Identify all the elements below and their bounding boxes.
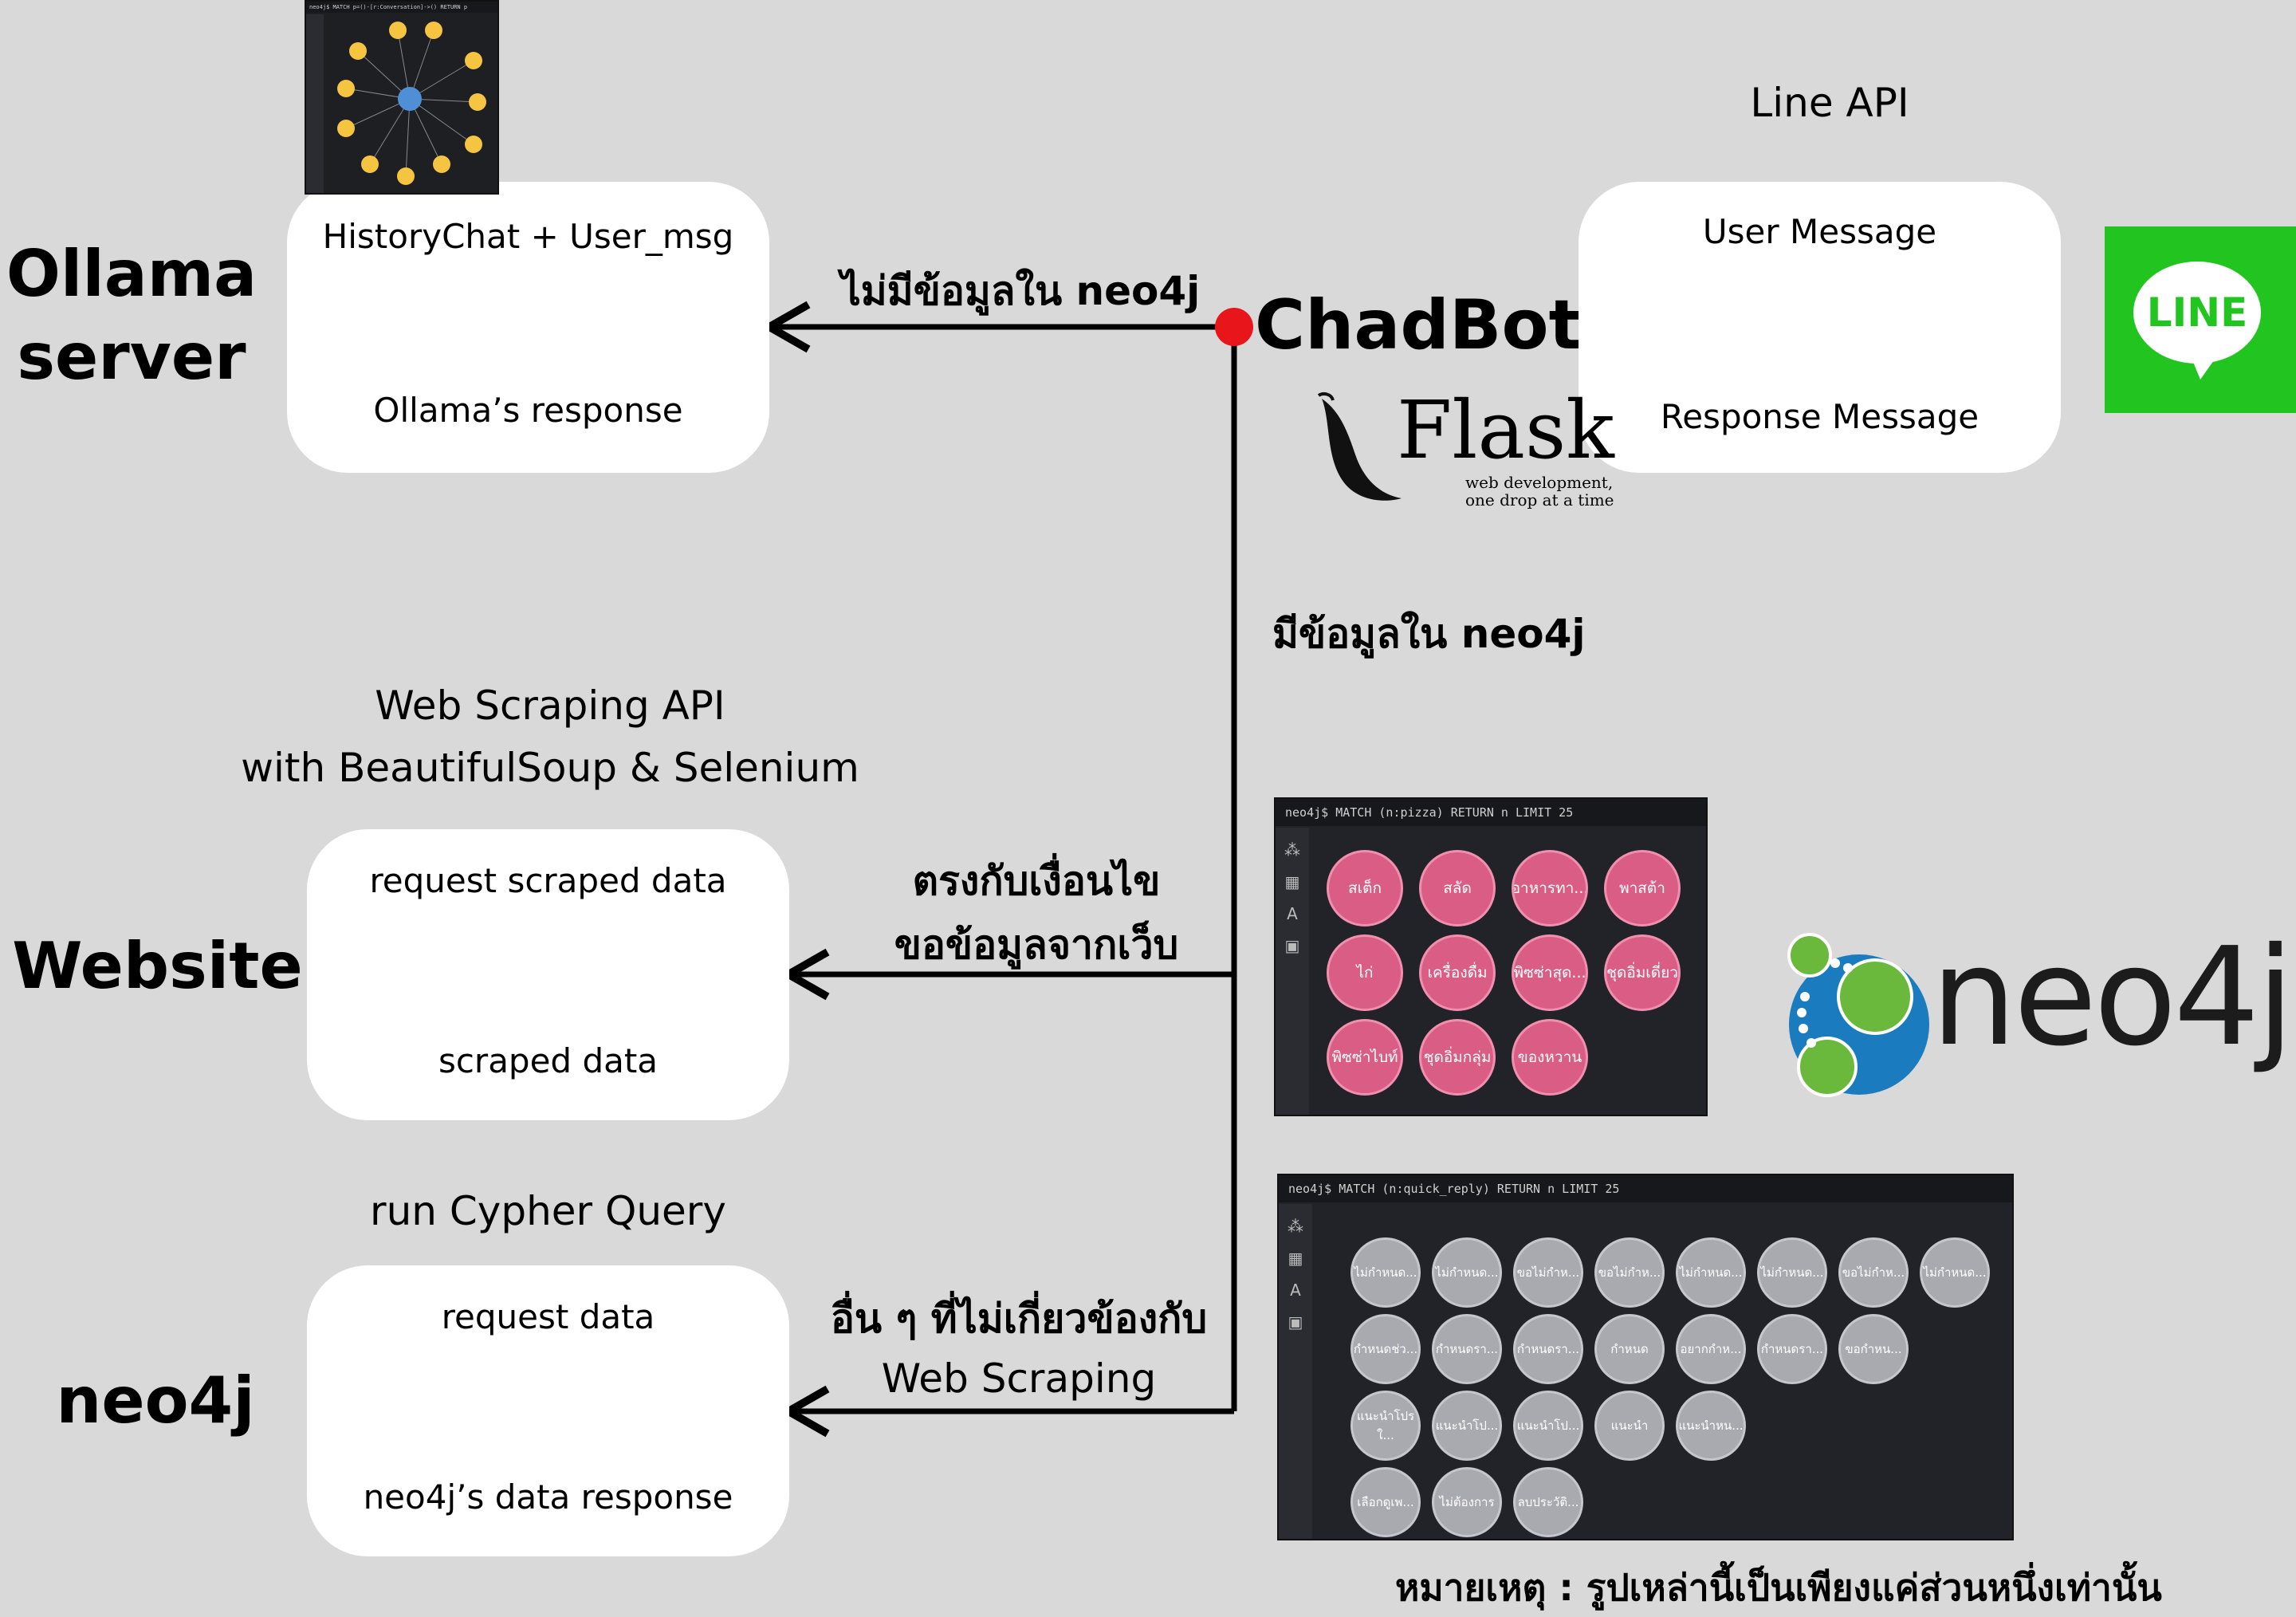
no-data-condition: ไม่มีข้อมูลใน neo4j bbox=[840, 268, 1201, 314]
other-condition-line-2: Web Scraping bbox=[881, 1355, 1157, 1402]
line-logo-text: LINE bbox=[2146, 289, 2248, 336]
ollama-exchange-box: HistoryChat + User_msg Ollama’s response bbox=[287, 182, 769, 473]
website-label: Website bbox=[12, 929, 303, 1003]
quick-reply-node[interactable]: ไม่กำหนด... bbox=[1676, 1237, 1746, 1308]
user-message-label: User Message bbox=[1702, 212, 1937, 251]
neo4j-graph-icon bbox=[1787, 933, 1929, 1097]
website-exchange-box: request scraped data scraped data bbox=[307, 829, 789, 1120]
web-scraping-subheading: with BeautifulSoup & Selenium bbox=[241, 745, 859, 791]
pizza-node[interactable]: พิซซ่าสุด... bbox=[1512, 934, 1588, 1011]
quick-reply-node[interactable]: ไม่กำหนด... bbox=[1920, 1237, 1990, 1308]
request-scraped-label: request scraped data bbox=[369, 861, 727, 900]
quick-reply-node[interactable]: ไม่ต้องการ bbox=[1432, 1467, 1502, 1537]
quick-reply-node[interactable]: กำหนดรา... bbox=[1432, 1314, 1502, 1384]
quick-reply-node[interactable]: กำหนด bbox=[1594, 1314, 1665, 1384]
ollama-graph-screenshot: neo4j$ MATCH p=()-[r:Conversation]->() R… bbox=[305, 0, 499, 195]
request-data-label: request data bbox=[441, 1297, 655, 1336]
cypher-heading: run Cypher Query bbox=[370, 1188, 726, 1234]
flask-logo: Flask web development, one drop at a tim… bbox=[1307, 391, 1626, 518]
pizza-graph-screenshot: neo4j$ MATCH (n:pizza) RETURN n LIMIT 25… bbox=[1274, 797, 1708, 1116]
line-api-heading: Line API bbox=[1750, 80, 1909, 126]
line-logo: LINE bbox=[2105, 226, 2296, 413]
quick-reply-node[interactable]: แนะนำโป... bbox=[1432, 1391, 1502, 1461]
quick-reply-node[interactable]: แนะนำ bbox=[1594, 1391, 1665, 1461]
junction-dot bbox=[1215, 308, 1253, 346]
quick-reply-node[interactable]: ไม่กำหนด... bbox=[1757, 1237, 1827, 1308]
neo4j-exchange-box: request data neo4j’s data response bbox=[307, 1265, 789, 1556]
quick-reply-node[interactable]: ขอไม่กำห... bbox=[1838, 1237, 1909, 1308]
flask-wordmark: Flask bbox=[1397, 384, 1614, 477]
footnote: หมายเหตุ : รูปเหล่านี้เป็นเพียงแค่ส่วนหน… bbox=[1395, 1566, 2162, 1609]
pizza-node[interactable]: สเต็ก bbox=[1327, 850, 1403, 927]
response-message-label: Response Message bbox=[1660, 397, 1980, 436]
quick-reply-node[interactable]: อยากกำห... bbox=[1676, 1314, 1746, 1384]
pizza-node[interactable]: สลัด bbox=[1419, 850, 1496, 927]
flask-tagline-2: one drop at a time bbox=[1465, 490, 1614, 509]
web-condition-line-2: ขอข้อมูลจากเว็บ bbox=[894, 922, 1179, 968]
has-data-condition: มีข้อมูลใน neo4j bbox=[1272, 611, 1586, 657]
web-scraping-heading: Web Scraping API bbox=[375, 683, 725, 729]
quick-reply-node[interactable]: กำหนดรา... bbox=[1757, 1314, 1827, 1384]
neo4j-logo: neo4j bbox=[1771, 930, 2294, 1100]
pizza-node[interactable]: ไก่ bbox=[1327, 934, 1403, 1011]
conversation-graph bbox=[337, 22, 486, 185]
quick-reply-node[interactable]: ขอกำหน... bbox=[1838, 1314, 1909, 1384]
line-exchange-box: User Message Response Message bbox=[1578, 182, 2061, 473]
quick-reply-node[interactable]: เลือกดูเพ... bbox=[1350, 1467, 1421, 1537]
neo4j-wordmark: neo4j bbox=[1931, 919, 2294, 1076]
chadbot-title: ChadBot bbox=[1255, 285, 1582, 365]
pizza-node[interactable]: ของหวาน bbox=[1512, 1019, 1588, 1096]
neo4j-label: neo4j bbox=[56, 1363, 255, 1438]
pizza-node[interactable]: ชุดอิ่มกลุ่ม bbox=[1419, 1019, 1496, 1096]
pizza-node[interactable]: ชุดอิ่มเดี่ยว bbox=[1604, 934, 1681, 1011]
quick-reply-node[interactable]: แนะนำโปร ใ... bbox=[1350, 1391, 1421, 1461]
ollama-request-label: HistoryChat + User_msg bbox=[322, 217, 734, 256]
pizza-node[interactable]: พิซซ่าไบท์ bbox=[1327, 1019, 1403, 1096]
scraped-data-label: scraped data bbox=[438, 1041, 659, 1080]
quick-reply-node[interactable]: ขอไม่กำห... bbox=[1594, 1237, 1665, 1308]
ollama-server-label: Ollama server bbox=[6, 237, 258, 394]
web-condition-line-1: ตรงกับเงื่อนไข bbox=[912, 858, 1161, 904]
ollama-query-bar: neo4j$ MATCH p=()-[r:Conversation]->() R… bbox=[306, 2, 497, 13]
quick-reply-query-bar: neo4j$ MATCH (n:quick_reply) RETURN n LI… bbox=[1279, 1175, 2012, 1202]
quick-reply-node[interactable]: แนะนำโป... bbox=[1513, 1391, 1583, 1461]
line-bubble-icon: LINE bbox=[2133, 262, 2261, 364]
flask-tagline-1: web development, bbox=[1465, 473, 1614, 492]
neo4j-response-label: neo4j’s data response bbox=[363, 1477, 733, 1517]
other-condition-line-1: อื่น ๆ ที่ไม่เกี่ยวข้องกับ bbox=[830, 1296, 1208, 1342]
quick-reply-graph-screenshot: neo4j$ MATCH (n:quick_reply) RETURN n LI… bbox=[1277, 1174, 2014, 1540]
ollama-response-label: Ollama’s response bbox=[373, 391, 683, 430]
pizza-node[interactable]: เครื่องดื่ม bbox=[1419, 934, 1496, 1011]
pizza-query-bar: neo4j$ MATCH (n:pizza) RETURN n LIMIT 25 bbox=[1276, 799, 1706, 826]
quick-reply-node[interactable]: ขอไม่กำห... bbox=[1513, 1237, 1583, 1308]
quick-reply-node[interactable]: กำหนดรา... bbox=[1513, 1314, 1583, 1384]
quick-reply-node[interactable]: แนะนำหน... bbox=[1676, 1391, 1746, 1461]
pizza-node[interactable]: พาสต้า bbox=[1604, 850, 1681, 927]
quick-reply-node[interactable]: กำหนดช่ว... bbox=[1350, 1314, 1421, 1384]
flask-horn-icon bbox=[1317, 392, 1402, 501]
pizza-node[interactable]: อาหารทา... bbox=[1512, 850, 1588, 927]
quick-reply-node[interactable]: ไม่กำหนด... bbox=[1432, 1237, 1502, 1308]
quick-reply-node[interactable]: ลบประวัติ... bbox=[1513, 1467, 1583, 1537]
quick-reply-node[interactable]: ไม่กำหนด... bbox=[1350, 1237, 1421, 1308]
